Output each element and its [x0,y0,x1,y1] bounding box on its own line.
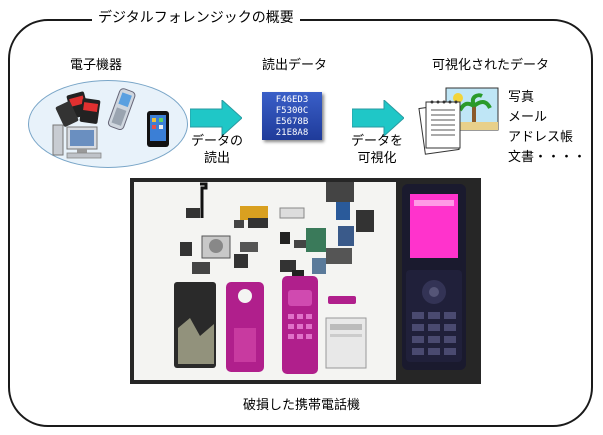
read-caption-line2: 読出 [203,151,230,166]
personal-computer-icon [52,124,102,159]
diagram-title: デジタルフォレンジックの概要 [92,8,300,28]
read-data-label: 読出データ [262,58,328,73]
devices-label: 電子機器 [70,58,123,73]
hex-data-box: F46ED3 F5300C E5678B 21E8A8 [262,92,322,140]
magenta-strip-part [328,296,356,304]
devices-illustration [52,88,169,159]
read-caption-line1: データの [191,134,244,149]
list-item: 写真 [508,90,535,105]
damaged-phone-photo [130,178,481,384]
battery-part [325,317,367,369]
photo-caption: 破損した携帯電話機 [242,398,360,413]
list-item: メール [508,110,548,125]
magenta-casing-part [226,282,264,372]
visualized-data-list: 写真 メール アドレス帳 文書・・・・ [508,88,586,168]
list-item: アドレス帳 [508,130,574,145]
visualized-data-illustration [418,87,499,155]
broken-screen-part [174,282,216,368]
list-item: 文書・・・・ [508,150,587,165]
hex-line: 21E8A8 [275,128,309,138]
mobile-phone-icon [107,88,136,131]
visualize-caption-line1: データを [350,134,403,149]
devices-oval [28,80,188,168]
document-icon [418,100,461,155]
visualize-step-caption: データを 可視化 [347,133,407,167]
phone-parts-photo-image [130,178,481,384]
smartphone-icon [147,111,169,147]
visualized-data-label: 可視化されたデータ [432,58,550,73]
read-step-caption: データの 読出 [191,133,243,167]
intact-flip-phone [402,184,466,370]
visualize-arrow-icon [352,100,404,136]
read-arrow-icon [190,100,242,136]
hex-line: F5300C [275,106,309,116]
overview-frame [8,19,593,427]
visualize-caption-line2: 可視化 [357,151,397,166]
hex-line: E5678B [275,117,309,127]
sd-card-icon [55,91,101,127]
magenta-keypad-part [282,276,318,374]
hex-line: F46ED3 [275,95,309,105]
disassembled-parts [180,182,374,280]
